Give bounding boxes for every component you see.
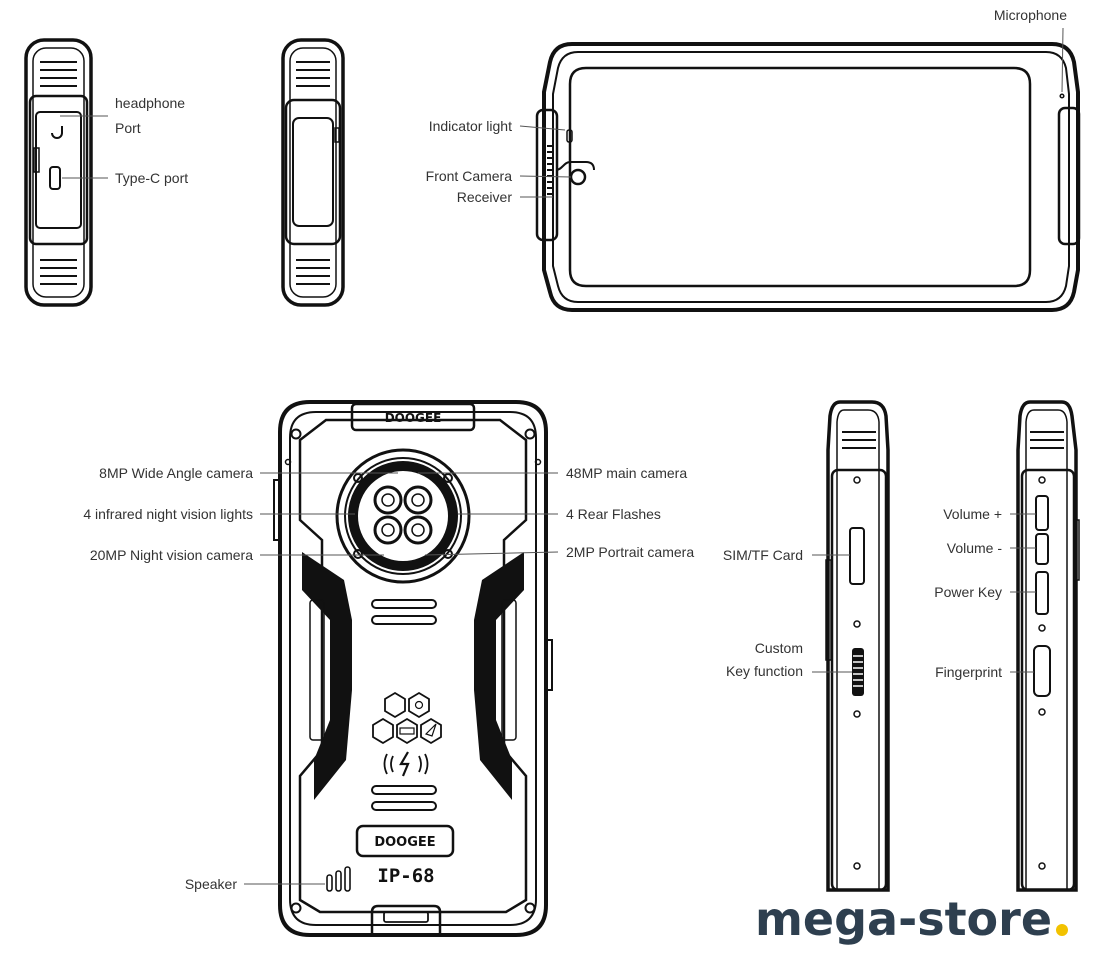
sim-tf-card-slot xyxy=(849,527,865,585)
speaker-label: Speaker xyxy=(185,876,237,892)
ip68-rating: IP-68 xyxy=(377,865,434,887)
headphone-port-label: headphone xyxy=(115,95,185,111)
feature-hex-icons xyxy=(372,691,442,745)
night-vision-camera-lens xyxy=(373,485,403,515)
power-key-label: Power Key xyxy=(934,584,1002,600)
front-camera-label: Front Camera xyxy=(426,168,513,184)
wireless-charging-icon xyxy=(383,751,429,777)
watermark-text: mega-store xyxy=(755,892,1052,946)
infrared-lights-label: 4 infrared night vision lights xyxy=(83,506,253,522)
watermark-dot xyxy=(1056,924,1068,936)
custom-key-button xyxy=(852,648,864,696)
rear-flashes-label: 4 Rear Flashes xyxy=(566,506,661,522)
custom-key-label-2: Key function xyxy=(726,663,803,679)
front-view xyxy=(519,27,1081,312)
fingerprint-label: Fingerprint xyxy=(935,664,1002,680)
type-c-port-label: Type-C port xyxy=(115,170,188,186)
portrait-camera-label: 2MP Portrait camera xyxy=(566,544,694,560)
portrait-camera-lens xyxy=(403,515,433,545)
indicator-light-icon xyxy=(566,129,573,143)
main-camera-label: 48MP main camera xyxy=(566,465,687,481)
left-rail-stripe xyxy=(302,552,352,800)
wide-angle-camera-label: 8MP Wide Angle camera xyxy=(99,465,253,481)
power-key-button xyxy=(1035,571,1049,615)
indicator-light-label: Indicator light xyxy=(429,118,512,134)
volume-down-button xyxy=(1035,533,1049,565)
microphone-label: Microphone xyxy=(994,7,1067,23)
left-side-view xyxy=(812,400,890,892)
custom-key-label: Custom xyxy=(755,640,803,656)
sim-tf-card-label: SIM/TF Card xyxy=(723,547,803,563)
bottom-edge-view xyxy=(24,38,108,307)
back-logo-plate xyxy=(355,824,455,858)
front-camera-icon xyxy=(569,168,587,186)
screen xyxy=(568,66,1032,288)
wide-angle-camera-lens xyxy=(373,515,403,545)
volume-up-button xyxy=(1035,495,1049,531)
type-c-port-icon xyxy=(49,166,61,190)
main-camera-lens xyxy=(403,485,433,515)
night-vision-camera-label: 20MP Night vision camera xyxy=(90,547,253,563)
fingerprint-sensor xyxy=(1033,645,1051,697)
speaker-grille xyxy=(326,866,351,892)
volume-down-label: Volume - xyxy=(947,540,1003,556)
back-view: DOOGEE xyxy=(244,400,559,937)
volume-up-label: Volume + xyxy=(943,506,1002,522)
microphone-icon xyxy=(1059,93,1065,99)
front-camera-notch xyxy=(555,161,595,171)
right-rail-stripe xyxy=(474,552,524,800)
back-logo: DOOGEE xyxy=(374,835,435,850)
headphone-port-icon xyxy=(51,126,63,139)
receiver-label: Receiver xyxy=(457,189,513,205)
headphone-port-label-2: Port xyxy=(115,120,141,136)
top-logo: DOOGEE xyxy=(385,411,442,425)
top-edge-view xyxy=(281,38,345,307)
right-side-view xyxy=(1010,400,1080,892)
